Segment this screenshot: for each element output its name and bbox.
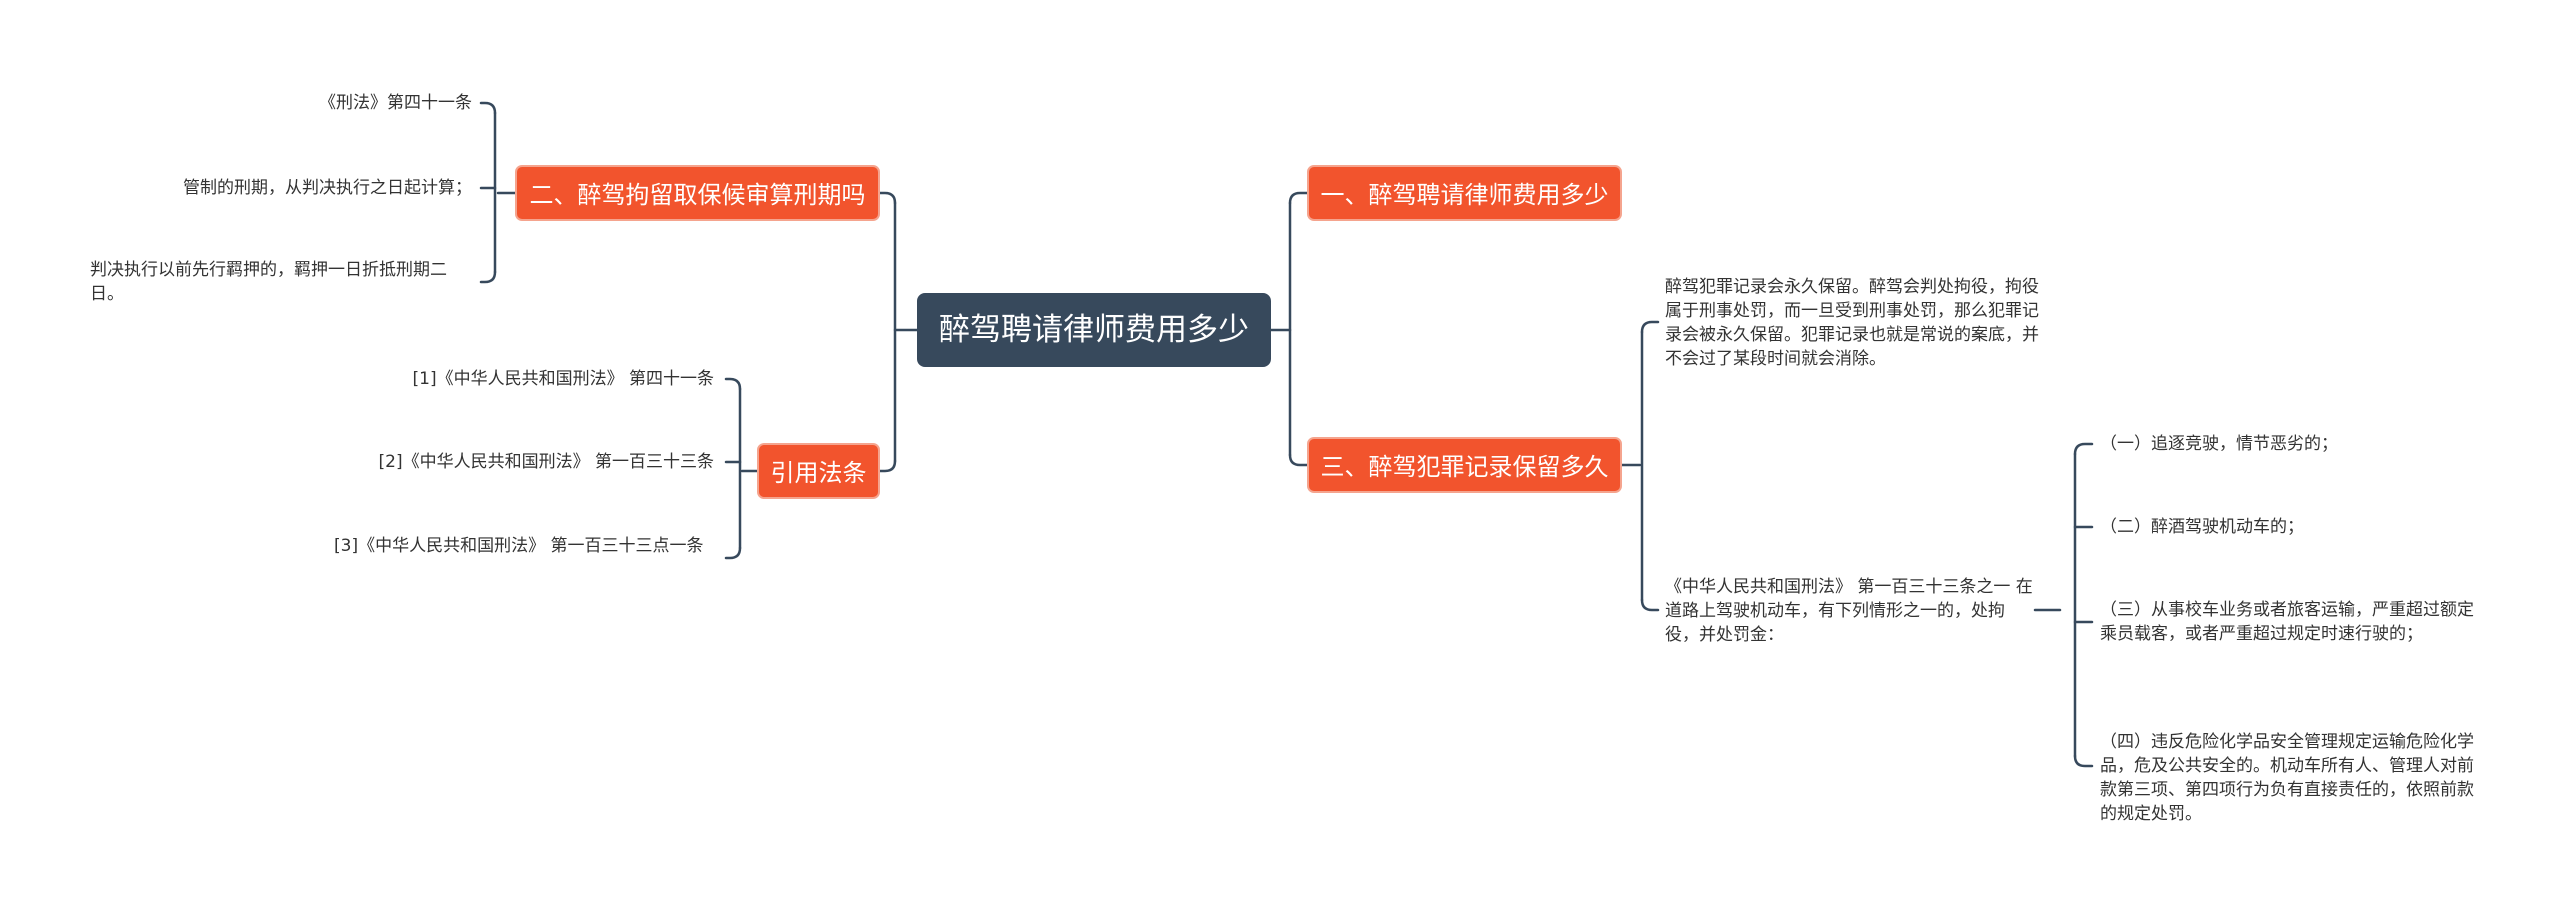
root-topic[interactable]: 醉驾聘请律师费用多少 [917, 293, 1271, 367]
leaf-citation-3: [3]《中华人民共和国刑法》 第一百三十三点一条 [334, 536, 704, 556]
leaf-record-permanent: 醉驾犯罪记录会永久保留。醉驾会判处拘役，拘役属于刑事处罚，而一旦受到刑事处罚，那… [1665, 277, 2039, 369]
branch-cited-laws[interactable]: 引用法条 [757, 443, 880, 499]
bracket-branch [479, 270, 497, 284]
bracket-branch [2073, 442, 2094, 456]
leaf-article-133-1: 《中华人民共和国刑法》 第一百三十三条之一 在道路上驾驶机动车，有下列情形之一的… [1665, 577, 2033, 645]
leaf-item-3: （三）从事校车业务或者旅客运输，严重超过额定乘员载客，或者严重超过规定时速行驶的… [2100, 600, 2474, 644]
bracket-branch [1288, 191, 1309, 205]
leaf-control-term: 管制的刑期，从判决执行之日起计算； [183, 178, 472, 198]
branch-criminal-record[interactable]: 三、醉驾犯罪记录保留多久 [1307, 437, 1622, 493]
leaf-citation-2: [2]《中华人民共和国刑法》 第一百三十三条 [378, 452, 714, 472]
leaf-detention-offset: 判决执行以前先行羁押的，羁押一日折抵刑期二日。 [90, 260, 447, 304]
bracket-branch [1640, 598, 1660, 612]
bracket-branch [878, 191, 897, 205]
bracket-branch [1288, 453, 1309, 467]
bracket-branch [878, 459, 897, 473]
bracket-branch [724, 546, 742, 560]
leaf-item-1: （一）追逐竞驶，情节恶劣的； [2100, 434, 2338, 454]
bracket-branch [724, 377, 742, 391]
bracket-branch [479, 101, 497, 115]
leaf-criminal-law-art41: 《刑法》第四十一条 [319, 93, 472, 113]
leaf-item-2: （二）醉酒驾驶机动车的； [2100, 517, 2304, 537]
leaf-item-4: （四）违反危险化学品安全管理规定运输危险化学品，危及公共安全的。机动车所有人、管… [2100, 732, 2474, 824]
bracket-branch [1640, 320, 1660, 334]
bracket-branch [2073, 754, 2094, 768]
branch-lawyer-fee[interactable]: 一、醉驾聘请律师费用多少 [1307, 165, 1622, 221]
leaf-citation-1: [1]《中华人民共和国刑法》 第四十一条 [412, 369, 714, 389]
branch-detention-bail[interactable]: 二、醉驾拘留取保候审算刑期吗 [515, 165, 880, 221]
